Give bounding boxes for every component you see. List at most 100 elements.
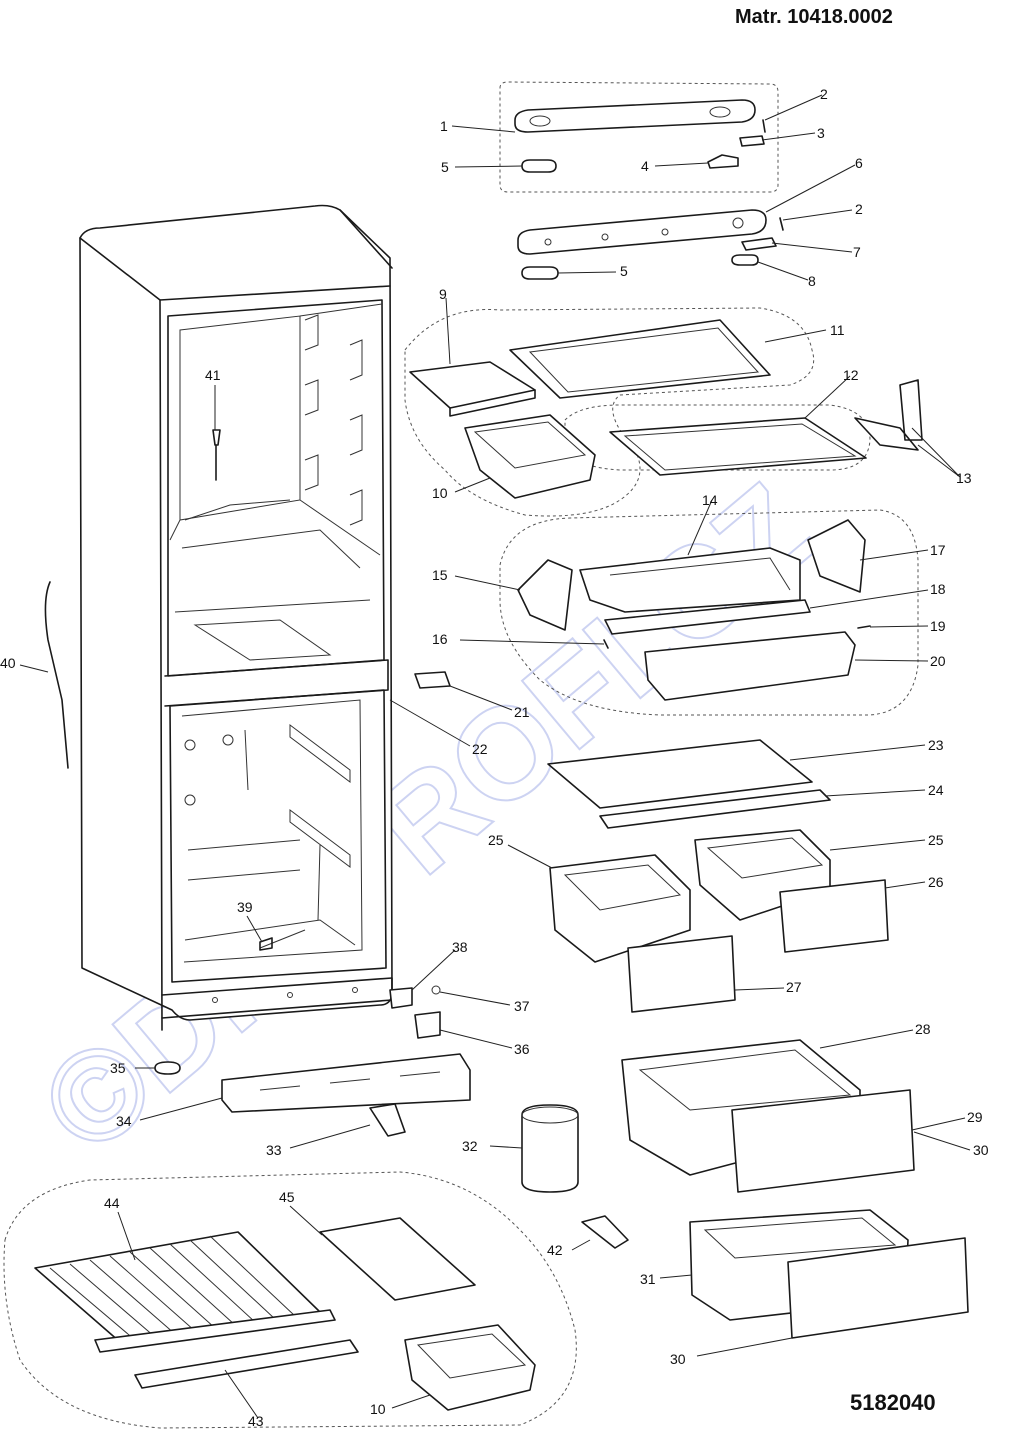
callout-27: 27 [786,979,802,995]
part-36-part [414,1011,441,1039]
callout-30: 30 [973,1142,989,1158]
callout-3: 3 [817,125,825,141]
callout-16: 16 [432,631,448,647]
part-14-door-shelf [579,547,801,613]
callout-1: 1 [440,118,448,134]
callout-17: 17 [930,542,946,558]
callout-36: 36 [514,1041,530,1057]
callout-43: 43 [248,1413,264,1429]
callout-26: 26 [928,874,944,890]
part-34-kickplate [221,1053,471,1113]
callout-14: 14 [702,492,718,508]
callout-37: 37 [514,998,530,1014]
part-23-glass-shelf [547,739,813,809]
callout-19: 19 [930,618,946,634]
part-20-door-bin [644,631,856,701]
part-30-basket-front [787,1237,969,1339]
callout-18: 18 [930,581,946,597]
callout-10: 10 [432,485,448,501]
part-41-pin [212,429,221,481]
part-10-bin-upper [464,414,596,499]
callout-15: 15 [432,567,448,583]
leader-lines [19,94,971,1419]
part-5-cap-lower [521,266,559,280]
callout-2-lower: 2 [855,201,863,217]
part-5-cap [521,159,557,173]
part-10-bin-lower [404,1324,536,1411]
part-16-screw [603,639,609,649]
callout-42: 42 [547,1242,563,1258]
callout-5-lower: 5 [620,263,628,279]
callout-13: 13 [956,470,972,486]
group-outline-door-shelf [499,509,919,716]
part-12-glass-shelf [609,417,867,476]
part-6-handle-bar [517,209,767,255]
part-26-crisper-front [779,879,889,953]
part-27-crisper-front [627,935,736,1013]
callout-28: 28 [915,1021,931,1037]
part-21-bracket [414,671,451,689]
part-11-glass-shelf [509,319,771,399]
material-number: Matr. 10418.0002 [735,6,893,28]
part-43-trim-strip [134,1339,359,1389]
part-18-shelf-bar [604,599,811,635]
callout-39: 39 [237,899,253,915]
callout-41: 41 [205,367,221,383]
callout-22: 22 [472,741,488,757]
refrigerator-cabinet [79,204,393,1031]
callout-23: 23 [928,737,944,753]
callout-11: 11 [830,322,845,338]
callout-29: 29 [967,1109,983,1125]
part-2-screw-lower [779,217,784,231]
part-40-door-gasket [44,581,69,769]
callout-20: 20 [930,653,946,669]
part-39-part [259,937,273,951]
callout-labels: 1 2 3 4 5 6 2 7 5 8 9 11 12 13 10 14 15 … [0,86,989,1429]
callout-35: 35 [110,1060,126,1076]
part-25-crisper-left [549,854,691,963]
part-37-part [431,985,441,995]
callout-8: 8 [808,273,816,289]
part-2-screw-top [762,119,766,133]
callout-38: 38 [452,939,468,955]
part-15-side-bracket [517,559,573,631]
callout-25-right: 25 [928,832,944,848]
callout-2: 2 [820,86,828,102]
part-29-basket-front [731,1089,915,1193]
part-19-pin [857,625,871,629]
callout-45: 45 [279,1189,295,1205]
part-7-bracket [741,237,777,251]
group-outline-glass-shelf [564,404,871,471]
part-1-handle-cover [514,99,756,133]
group-outline-top-handle [499,81,779,193]
part-33-clip [369,1103,406,1137]
callout-33: 33 [266,1142,282,1158]
callout-21: 21 [514,704,530,720]
part-8-cap [731,254,759,266]
callout-44: 44 [104,1195,120,1211]
callout-6: 6 [855,155,863,171]
callout-24: 24 [928,782,944,798]
callout-40: 40 [0,655,16,671]
callout-25-left: 25 [488,832,504,848]
part-42-ice-scoop [581,1215,629,1249]
callout-4: 4 [641,158,649,174]
part-32-ice-container [521,1104,579,1193]
part-35-foot [154,1061,181,1075]
callout-32: 32 [462,1138,478,1154]
callout-12: 12 [843,367,859,383]
part-45-glass-plate [319,1217,476,1301]
callout-31: 31 [640,1271,656,1287]
callout-9: 9 [439,286,447,302]
callout-7: 7 [853,244,861,260]
callout-10-lower: 10 [370,1401,386,1417]
part-3-hinge-clip [739,135,765,147]
part-17-side-bracket [807,519,866,593]
part-9-crisper-cover [409,361,536,409]
callout-34: 34 [116,1113,132,1129]
callout-5: 5 [441,159,449,175]
callout-30-lower: 30 [670,1351,686,1367]
group-outline-accessories [3,1171,577,1429]
part-13-shelf-bracket [854,379,923,451]
